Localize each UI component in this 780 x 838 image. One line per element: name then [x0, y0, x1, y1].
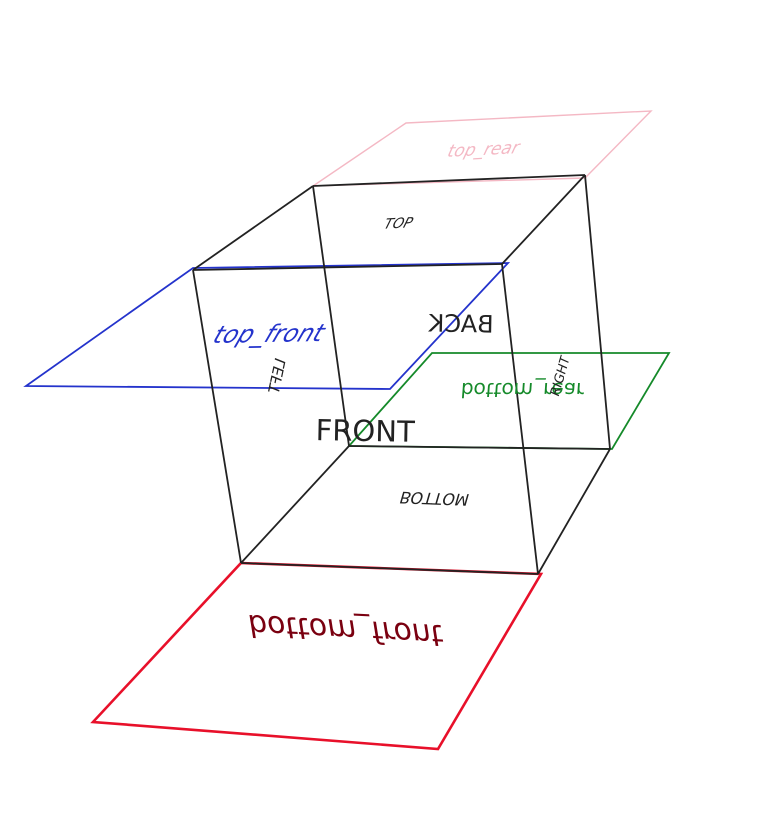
label-top-rear: top_rear: [445, 138, 523, 162]
face-label-bottom: BOTTOM: [397, 488, 471, 509]
label-top-front: top_front: [209, 319, 330, 349]
cube-edges: [192, 174, 611, 575]
plane-bottom-front: [90, 561, 544, 751]
label-bottom-rear: bottom_rear: [457, 377, 588, 402]
face-label-top: TOP: [382, 215, 415, 232]
face-label-left: LEFT: [265, 355, 289, 397]
label-bottom-front: bottom_front: [245, 607, 445, 652]
plane-bottom-rear: [347, 352, 671, 450]
face-label-back: BACK: [427, 309, 494, 338]
plane-top-front: [23, 262, 511, 390]
face-label-front: FRONT: [315, 413, 415, 449]
